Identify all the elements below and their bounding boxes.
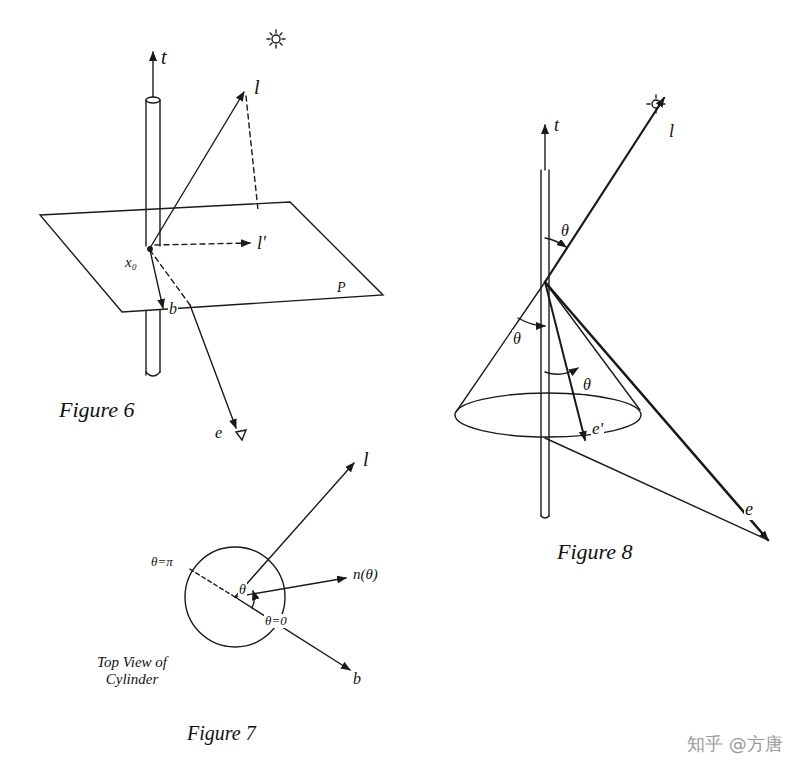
view-note: Top View of Cylinder	[96, 654, 168, 687]
figure-8	[455, 95, 768, 540]
vector-label: l	[253, 76, 261, 98]
angle-label: θ=π	[150, 555, 174, 569]
angle-label: θ	[582, 376, 592, 394]
vector-label: e	[744, 500, 754, 520]
axis-label: t	[160, 46, 168, 68]
plane-label: P	[336, 280, 347, 295]
angle-label: θ=0	[264, 614, 288, 628]
vector-label: e'	[591, 420, 604, 439]
angle-label: θ	[512, 330, 522, 348]
watermark: 知乎 @方唐	[686, 734, 784, 754]
figure-caption: Figure 8	[556, 540, 634, 564]
angle-label: θ	[560, 222, 570, 240]
vector-label: l	[668, 122, 675, 142]
point-label: x₀	[124, 254, 138, 271]
vector-label: l	[362, 448, 370, 470]
vector-label: n(θ)	[352, 566, 379, 583]
vector-label: e	[214, 424, 223, 442]
angle-label: θ	[238, 582, 247, 597]
vector-label: l'	[256, 234, 267, 254]
figure-7	[185, 463, 354, 670]
vector-label: b	[352, 670, 362, 688]
axis-label: t	[553, 116, 560, 136]
vector-label: b	[168, 300, 178, 318]
figure-caption: Figure 6	[58, 398, 136, 422]
figure-caption: Figure 7	[186, 722, 257, 744]
figure-6	[40, 30, 383, 440]
